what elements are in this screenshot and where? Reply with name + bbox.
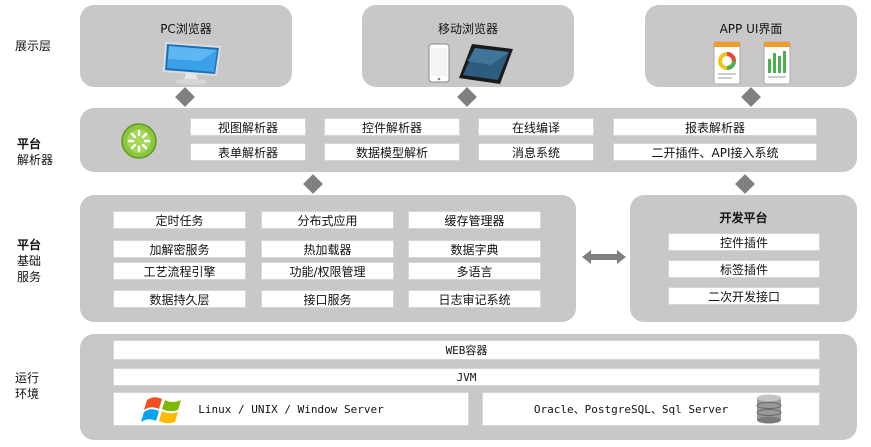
tablet-icon (459, 44, 513, 84)
app-screen-bars-icon (763, 41, 791, 85)
layer-label-runtime-line2: 环境 (15, 387, 40, 401)
parser-online-compile: 在线编译 (478, 118, 594, 136)
parser-form: 表单解析器 (190, 143, 306, 161)
bidirectional-arrow-icon (582, 250, 626, 264)
windows-logo-icon (141, 397, 181, 424)
database-icon (756, 394, 782, 424)
mobile-browser-box: 移动浏览器 (362, 5, 574, 87)
service-distributed-app: 分布式应用 (261, 211, 394, 229)
service-interface: 接口服务 (261, 290, 394, 308)
service-audit-log: 日志审记系统 (408, 290, 541, 308)
mobile-browser-label: 移动浏览器 (437, 22, 498, 36)
service-data-dictionary: 数据字典 (408, 240, 541, 258)
connector-diamond-mobile (457, 87, 477, 107)
parser-control: 控件解析器 (324, 118, 460, 136)
layer-label-service-bold: 平台 (17, 238, 42, 252)
connector-diamond-pc (175, 87, 195, 107)
service-persistence: 数据持久层 (113, 290, 246, 308)
layer-label-parser-bold: 平台 (17, 137, 42, 151)
web-container: WEB容器 (113, 340, 820, 360)
dev-control-plugin: 控件插件 (668, 233, 820, 251)
dev-secondary-api: 二次开发接口 (668, 287, 820, 305)
parser-report: 报表解析器 (613, 118, 817, 136)
os-label: Linux / UNIX / Window Server (198, 402, 384, 416)
connector-diamond-services (303, 174, 323, 194)
dev-tag-plugin: 标签插件 (668, 260, 820, 278)
app-screen-chart-icon (713, 41, 741, 85)
app-ui-box: APP UI界面 (645, 5, 857, 87)
connector-diamond-dev (735, 174, 755, 194)
service-permission-mgmt: 功能/权限管理 (261, 262, 394, 280)
monitor-icon (162, 41, 222, 85)
app-ui-label: APP UI界面 (719, 22, 783, 36)
parser-logo-icon (121, 123, 157, 159)
service-hot-loader: 热加载器 (261, 240, 394, 258)
jvm: JVM (113, 368, 820, 386)
layer-label-parser-rest: 解析器 (17, 153, 54, 167)
layer-label-service-line3: 服务 (17, 270, 42, 284)
pc-browser-label: PC浏览器 (160, 22, 212, 36)
layer-label-service-line2: 基础 (17, 254, 42, 268)
parser-data-model: 数据模型解析 (324, 143, 460, 161)
db-label: Oracle、PostgreSQL、Sql Server (533, 403, 729, 416)
phone-icon (428, 43, 450, 83)
layer-label-parser: 平台 解析器 (17, 136, 53, 168)
parser-message-system: 消息系统 (478, 143, 594, 161)
layer-label-service: 平台 基础 服务 (17, 237, 41, 285)
pc-browser-box: PC浏览器 (80, 5, 292, 87)
service-multilanguage: 多语言 (408, 262, 541, 280)
parser-view: 视图解析器 (190, 118, 306, 136)
connector-diamond-app (741, 87, 761, 107)
layer-label-presentation: 展示层 (15, 39, 52, 53)
layer-label-runtime-line1: 运行 (15, 371, 40, 385)
service-encryption: 加解密服务 (113, 240, 246, 258)
service-cache-manager: 缓存管理器 (408, 211, 541, 229)
parser-plugin-api: 二开插件、API接入系统 (613, 143, 817, 161)
layer-label-runtime: 运行 环境 (15, 370, 39, 402)
service-workflow-engine: 工艺流程引擎 (113, 262, 246, 280)
dev-platform-title: 开发平台 (719, 211, 768, 225)
service-scheduled-task: 定时任务 (113, 211, 246, 229)
